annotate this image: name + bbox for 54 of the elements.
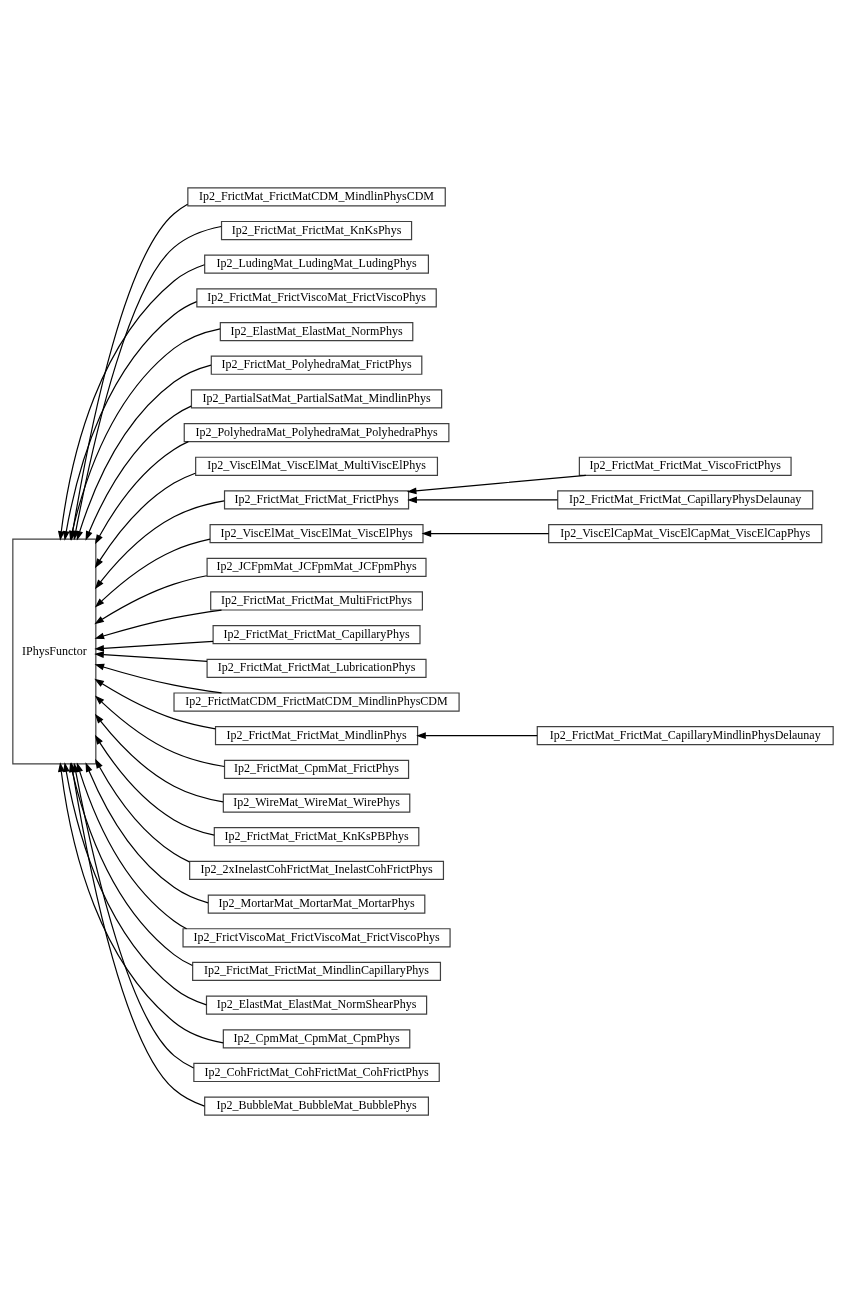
arrow — [406, 474, 587, 495]
arrow — [421, 530, 550, 537]
arrow — [94, 734, 215, 836]
node-box: Ip2_FrictMat_FrictMat_FrictPhys — [223, 490, 410, 510]
arrow — [94, 472, 196, 569]
node-box: Ip2_FrictMat_FrictMat_ViscoFrictPhys — [578, 456, 792, 476]
node-box: Ip2_CohFrictMat_CohFrictMat_CohFrictPhys — [193, 1062, 440, 1083]
node-box: Ip2_JCFpmMat_JCFpmMat_JCFpmPhys — [206, 557, 427, 577]
arrow — [94, 713, 224, 803]
arrow — [416, 732, 538, 740]
arrow — [94, 695, 225, 768]
node-box: Ip2_FrictMat_FrictMat_MultiFrictPhys — [210, 591, 423, 611]
arrow — [407, 496, 559, 504]
arrow — [94, 678, 216, 730]
node-box: Ip2_FrictMatCDM_FrictMatCDM_MindlinPhysCDM — [173, 692, 460, 712]
arrow — [85, 762, 209, 904]
node-box: Ip2_FrictMat_FrictMat_CapillaryPhys — [212, 625, 421, 645]
node-box: Ip2_FrictMat_CpmMat_FrictPhys — [223, 759, 410, 779]
node-box: Ip2_FrictMat_FrictMat_MindlinCapillaryPhys — [192, 961, 442, 982]
node-box: Ip2_FrictMat_FrictViscoMat_FrictViscoPhys — [196, 288, 437, 308]
arrow — [76, 364, 212, 541]
node-box: Ip2_FrictMat_FrictMat_CapillaryPhysDelaunay — [557, 490, 814, 510]
node-box: Ip2_FrictMat_FrictMat_MindlinPhys — [214, 726, 419, 746]
node-box: Ip2_ViscElMat_ViscElMat_MultiViscElPhys — [195, 456, 439, 476]
arrow — [95, 441, 189, 545]
node-box: Ip2_ElastMat_ElastMat_NormShearPhys — [205, 995, 428, 1015]
node-box: Ip2_ElastMat_ElastMat_NormPhys — [219, 321, 414, 342]
node-box: Ip2_MortarMat_MortarMat_MortarPhys — [207, 894, 426, 914]
arrow — [94, 651, 208, 662]
arrow — [94, 663, 223, 694]
arrow — [94, 609, 223, 640]
arrow — [94, 575, 208, 625]
arrow — [94, 640, 214, 652]
node-box: Ip2_FrictMat_PolyhedraMat_FrictPhys — [210, 355, 423, 375]
node-box: Ip2_FrictMat_FrictMat_LubricationPhys — [206, 658, 427, 678]
node-box: Ip2_PolyhedraMat_PolyhedraMat_PolyhedraPhys — [183, 422, 450, 443]
node-box: Ip2_ViscElMat_ViscElMat_ViscElPhys — [209, 524, 424, 544]
node-box: Ip2_BubbleMat_BubbleMat_BubblePhys — [204, 1096, 429, 1116]
node-box: Ip2_FrictMat_FrictMatCDM_MindlinPhysCDM — [187, 187, 446, 207]
node-box: Ip2_LudingMat_LudingMat_LudingPhys — [204, 254, 429, 274]
arrow — [94, 500, 225, 590]
arrow — [94, 538, 211, 608]
node-box: Ip2_FrictViscoMat_FrictViscoMat_FrictViscoPhys — [182, 928, 451, 948]
node-box: Ip2_FrictMat_FrictMat_KnKsPBPhys — [213, 827, 420, 847]
arrow — [95, 758, 190, 863]
node-box: Ip2_ViscElCapMat_ViscElCapMat_ViscElCapPhys — [548, 524, 823, 544]
node-box: Ip2_CpmMat_CpmMat_CpmPhys — [222, 1029, 411, 1049]
node-box: Ip2_FrictMat_FrictMat_KnKsPhys — [220, 220, 413, 241]
arrow — [85, 405, 192, 541]
node-box: IPhysFunctor — [12, 538, 97, 765]
node-box: Ip2_WireMat_WireMat_WirePhys — [222, 793, 411, 813]
node-box: Ip2_PartialSatMat_PartialSatMat_MindlinPhys — [190, 389, 443, 409]
node-box: Ip2_2xInelastCohFrictMat_InelastCohFrictPhys — [189, 860, 445, 881]
node-box: Ip2_FrictMat_FrictMat_CapillaryMindlinPhysDelaunay — [536, 726, 834, 746]
